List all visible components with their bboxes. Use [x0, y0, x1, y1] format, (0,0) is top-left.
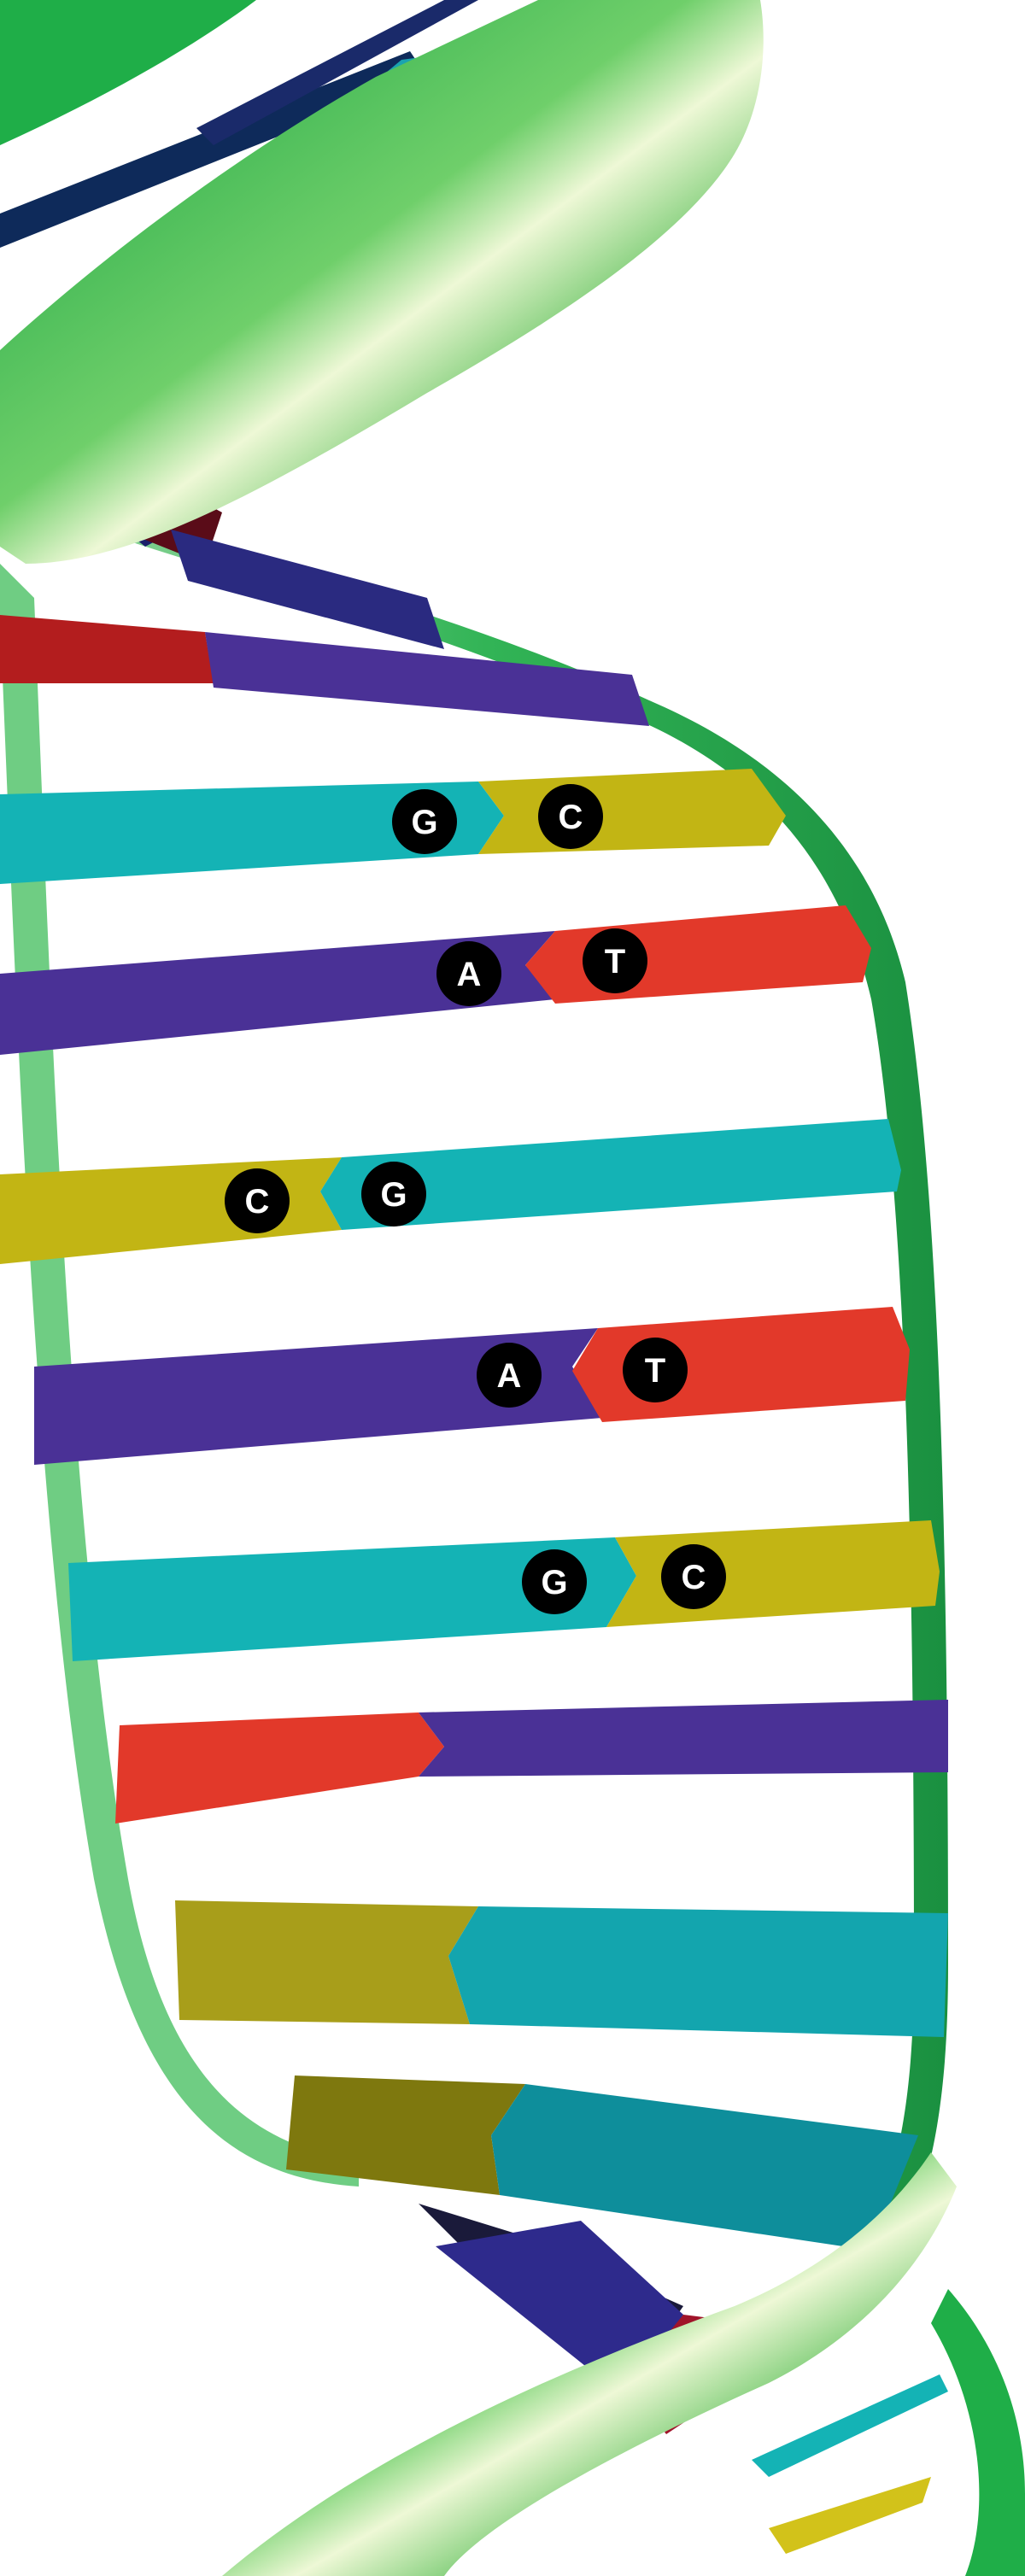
base-pair-rung-2 [0, 905, 871, 1055]
label-bp2-right: T [583, 928, 647, 993]
label-bp4-right: T [623, 1338, 688, 1402]
label-bp2-left: A [436, 941, 501, 1006]
front-backbone-bottom [222, 2152, 1025, 2576]
label-bp4-left: A [477, 1343, 542, 1408]
svg-text:G: G [411, 804, 437, 841]
svg-text:G: G [541, 1564, 567, 1601]
svg-text:T: T [645, 1352, 665, 1390]
front-backbone-top [0, 0, 764, 564]
base-pair-rung-4 [34, 1307, 910, 1465]
svg-text:C: C [245, 1183, 270, 1221]
label-bp1-left: G [392, 789, 457, 854]
label-bp3-left: C [225, 1168, 290, 1233]
svg-text:C: C [559, 799, 583, 836]
base-pair-rung-7 [175, 1900, 948, 2037]
back-ribbon [0, 478, 948, 2306]
svg-text:C: C [682, 1559, 706, 1596]
svg-text:A: A [497, 1357, 522, 1395]
svg-text:G: G [380, 1176, 407, 1214]
label-bp5-left: G [522, 1549, 587, 1614]
base-pair-rung-6 [115, 1700, 948, 1824]
base-pair-rung-8 [286, 2075, 918, 2251]
label-bp1-right: C [538, 784, 603, 849]
label-bp5-right: C [661, 1544, 726, 1609]
base-pair-rung-5 [68, 1520, 940, 1661]
base-pair-rung-3 [0, 1119, 901, 1264]
label-bp3-right: G [361, 1162, 426, 1227]
svg-text:T: T [605, 943, 625, 981]
svg-text:A: A [457, 956, 482, 993]
